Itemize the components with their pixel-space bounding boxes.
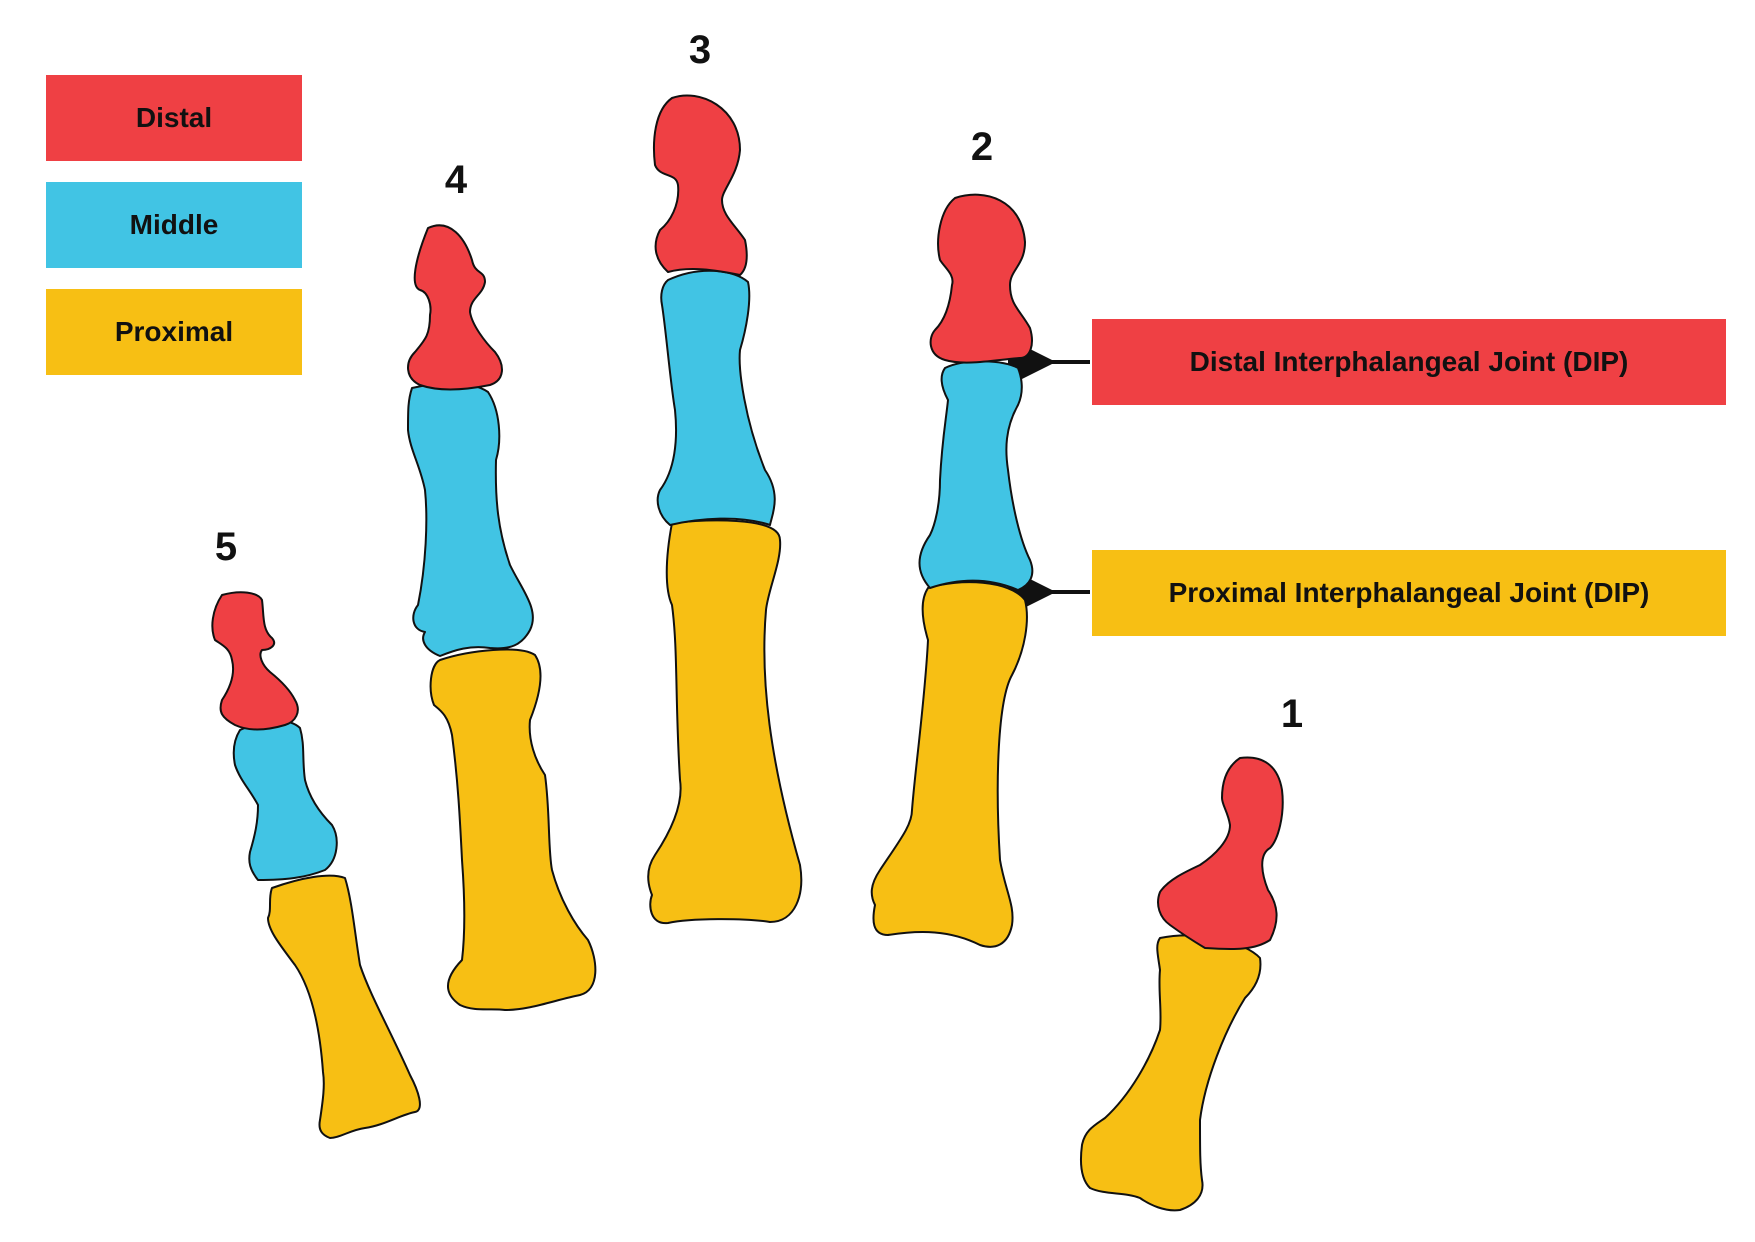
finger4-middle-phalanx xyxy=(407,382,534,657)
finger4-distal-phalanx xyxy=(407,224,503,391)
legend-middle-label: Middle xyxy=(129,209,219,240)
legend-proximal-label: Proximal xyxy=(114,316,234,347)
finger-number-1: 1 xyxy=(1280,692,1304,736)
pip-joint-label: Proximal Interphalangeal Joint (DIP) xyxy=(1092,550,1726,636)
dip-joint-label: Distal Interphalangeal Joint (DIP) xyxy=(1092,319,1726,405)
finger-number-5: 5 xyxy=(214,525,238,569)
finger1-distal-phalanx xyxy=(1157,756,1284,951)
finger2-proximal-phalanx xyxy=(870,581,1028,948)
finger-number-3: 3 xyxy=(688,28,712,72)
finger4-proximal-phalanx xyxy=(429,648,597,1011)
finger5-proximal-phalanx xyxy=(267,874,421,1139)
legend-distal-label: Distal xyxy=(135,102,213,133)
finger2-middle-phalanx xyxy=(918,360,1034,591)
finger-number-4: 4 xyxy=(444,158,468,202)
finger3-middle-phalanx xyxy=(656,269,776,526)
finger2-distal-phalanx xyxy=(929,193,1033,364)
legend-proximal: Proximal xyxy=(46,289,302,375)
finger-number-2: 2 xyxy=(970,125,994,169)
finger1-proximal-phalanx xyxy=(1080,934,1262,1212)
finger3-distal-phalanx xyxy=(652,94,748,276)
finger5-middle-phalanx xyxy=(232,719,338,881)
finger5-distal-phalanx xyxy=(211,591,299,731)
pip-joint-text: Proximal Interphalangeal Joint (DIP) xyxy=(1168,577,1650,608)
finger3-proximal-phalanx xyxy=(647,519,803,925)
legend-distal: Distal xyxy=(46,75,302,161)
legend-middle: Middle xyxy=(46,182,302,268)
dip-joint-text: Distal Interphalangeal Joint (DIP) xyxy=(1189,346,1629,377)
